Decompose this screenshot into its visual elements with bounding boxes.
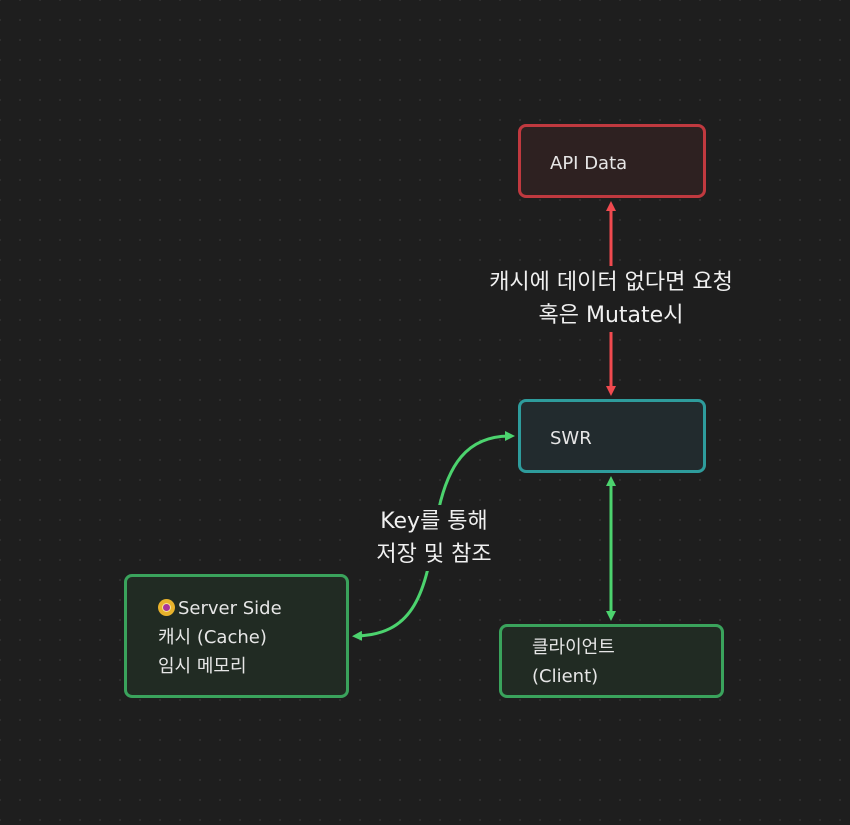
client-line1: 클라이언트 [532,637,615,658]
edge-label-key-line1: Key를 통해 [380,509,488,534]
client-node[interactable]: 클라이언트 (Client) [499,624,724,698]
edge-label-key: Key를 통해 저장 및 참조 [355,505,513,571]
api-data-node[interactable]: API Data [518,124,706,198]
edge-label-request-line1: 캐시에 데이터 없다면 요청 [489,270,733,295]
server-side-line2: 캐시 (Cache) [158,627,267,648]
api-data-label: API Data [550,153,628,174]
edge-label-key-line2: 저장 및 참조 [376,542,492,567]
edge-label-request-line2: 혹은 Mutate시 [538,303,684,328]
server-side-line1: Server Side [178,598,282,619]
server-side-node[interactable]: Server Side 캐시 (Cache) 임시 메모리 [124,574,349,698]
server-side-line3: 임시 메모리 [158,656,247,677]
disk-icon [158,599,175,616]
client-line2: (Client) [532,666,599,687]
swr-node[interactable]: SWR [518,399,706,473]
swr-label: SWR [550,428,592,449]
edge-label-request: 캐시에 데이터 없다면 요청 혹은 Mutate시 [455,266,767,332]
